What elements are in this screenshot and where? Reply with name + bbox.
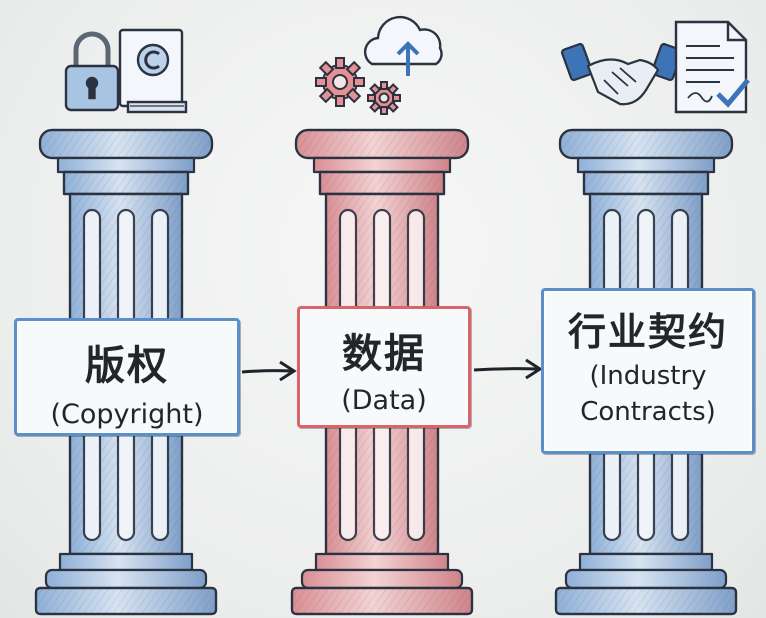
- copyright-label-box: 版权 (Copyright): [14, 318, 240, 436]
- arrow-data-to-contracts: [473, 358, 543, 380]
- copyright-book-icon: [118, 28, 188, 114]
- industry-contracts-subtitle-line-1: (Industry: [589, 361, 707, 391]
- industry-contracts-title: 行业契约: [567, 310, 728, 354]
- data-label-box: 数据 (Data): [297, 306, 471, 428]
- copyright-subtitle: (Copyright): [50, 399, 204, 430]
- arrow-copyright-to-data: [241, 360, 297, 382]
- cloud-upload-icon: [363, 15, 443, 76]
- industry-contracts-label-box: 行业契约 (Industry Contracts): [541, 288, 755, 454]
- copyright-title: 版权: [85, 343, 169, 389]
- signed-document-icon: [674, 20, 750, 114]
- handshake-icon: [560, 42, 684, 106]
- gear-icon: [315, 57, 401, 115]
- padlock-icon: [64, 31, 120, 112]
- industry-contracts-subtitle-line-2: Contracts): [580, 396, 716, 427]
- data-subtitle: (Data): [341, 385, 427, 416]
- data-title: 数据: [342, 331, 426, 377]
